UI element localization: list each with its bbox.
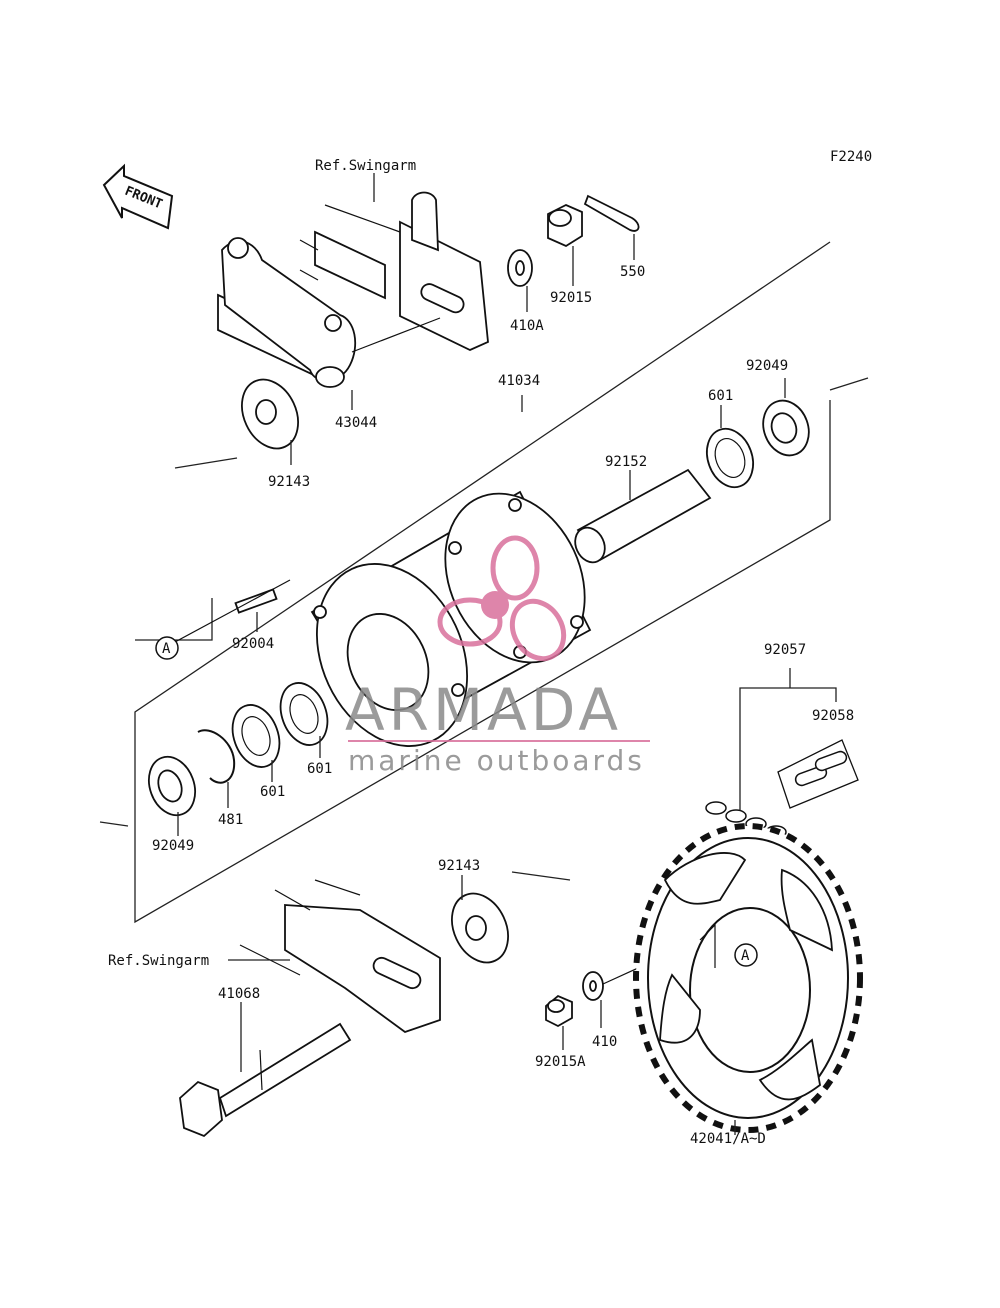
svg-text:A: A xyxy=(162,641,171,657)
bearing-low xyxy=(231,704,281,782)
watermark-tagline: marine outboards xyxy=(348,744,645,777)
callout-601-mid: 601 xyxy=(307,761,332,777)
callout-92057: 92057 xyxy=(764,642,806,658)
callout-481: 481 xyxy=(218,812,243,828)
master-link xyxy=(777,739,859,809)
spacer-sleeve xyxy=(574,468,712,564)
bearing-top xyxy=(706,405,754,489)
ref-swingarm-bottom: Ref.Swingarm xyxy=(108,953,209,969)
watermark-brand: ARMADA xyxy=(345,676,622,744)
callout-601-low: 601 xyxy=(260,784,285,800)
nut-92015a xyxy=(545,994,573,1050)
watermark-logo: ARMADA marine outboards xyxy=(345,535,650,777)
callout-92152: 92152 xyxy=(605,454,647,470)
stud-bolt xyxy=(174,579,291,643)
callout-92049-top: 92049 xyxy=(746,358,788,374)
axle-nut-top xyxy=(547,204,583,286)
oil-seal-top xyxy=(762,378,810,457)
callout-92143-top: 92143 xyxy=(268,474,310,490)
callout-42041: 42041/A~D xyxy=(690,1131,766,1147)
collar-bottom xyxy=(451,875,509,964)
front-arrow-icon: FRONT xyxy=(102,163,174,230)
callout-410a: 410A xyxy=(510,318,544,334)
callout-92049-bottom: 92049 xyxy=(152,838,194,854)
ref-swingarm-top: Ref.Swingarm xyxy=(315,158,416,174)
bearing-mid xyxy=(279,682,329,758)
washer-410a xyxy=(507,249,533,312)
callout-92004: 92004 xyxy=(232,636,274,652)
oil-seal-bottom xyxy=(148,755,196,836)
wheel-hub xyxy=(310,490,592,747)
figure-code: F2240 xyxy=(830,149,872,165)
callout-41068: 41068 xyxy=(218,986,260,1002)
callout-92015a: 92015A xyxy=(535,1054,586,1070)
callout-410: 410 xyxy=(592,1034,617,1050)
circlip xyxy=(197,729,236,808)
reference-lines xyxy=(99,241,869,924)
callout-92058: 92058 xyxy=(812,708,854,724)
cotter-pin xyxy=(583,194,640,260)
callout-41034: 41034 xyxy=(498,373,540,389)
callout-601-top: 601 xyxy=(708,388,733,404)
svg-text:A: A xyxy=(741,948,750,964)
callout-92015: 92015 xyxy=(550,290,592,306)
callout-550: 550 xyxy=(620,264,645,280)
ref-a-left: A xyxy=(155,636,179,660)
axle-bolt xyxy=(179,1002,352,1138)
callout-43044: 43044 xyxy=(335,415,377,431)
rear-sprocket xyxy=(633,823,863,1135)
swingarm-bracket-bottom xyxy=(239,879,441,1034)
collar-top xyxy=(241,378,299,465)
ref-a-right: A xyxy=(734,943,758,967)
callout-92143-bottom: 92143 xyxy=(438,858,480,874)
swingarm-bracket-top xyxy=(217,191,489,388)
